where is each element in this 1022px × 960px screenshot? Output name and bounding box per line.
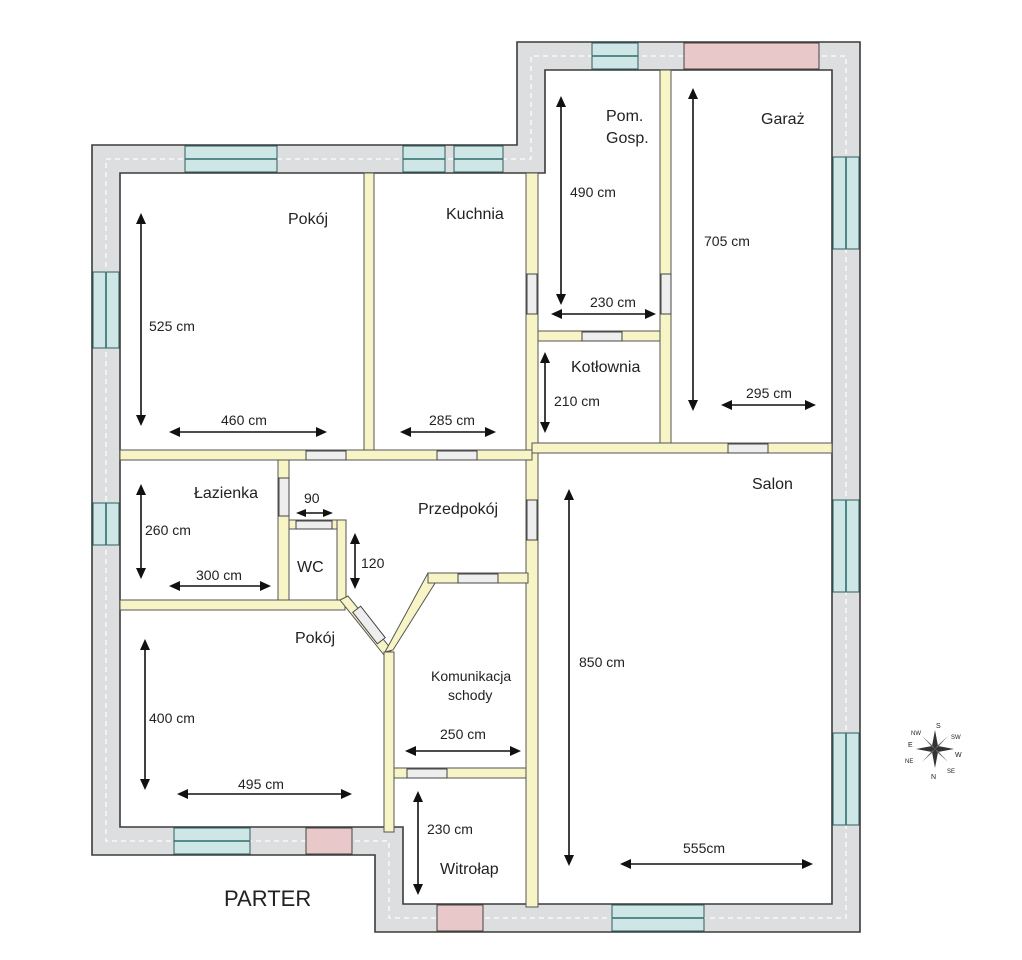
room-label-witrolap: Witrołap — [440, 861, 499, 878]
room-label-kuchnia: Kuchnia — [446, 206, 504, 223]
room-label-gosp: Gosp. — [606, 130, 649, 147]
windows — [92, 42, 860, 932]
room-label-schody: schody — [448, 687, 492, 703]
arrow-lazienka-h — [136, 484, 146, 579]
dim-label-garaz-h: 705 cm — [704, 233, 750, 249]
dim-label-gosp-w: 230 cm — [590, 294, 636, 310]
compass-letter-ne: NE — [905, 759, 913, 765]
dim-label-pokoj2-w: 495 cm — [238, 776, 284, 792]
room-labels: Pokój Kuchnia Pom. Gosp. Garaż Kotłownia… — [194, 108, 805, 878]
room-label-pokoj-2: Pokój — [295, 630, 335, 647]
arrow-kotl-h — [540, 352, 550, 433]
dim-label-lazienka-h: 260 cm — [145, 522, 191, 538]
window-left-lazienka — [92, 502, 120, 546]
dim-label-gosp-h: 490 cm — [570, 184, 616, 200]
dim-label-wc-w: 90 — [304, 490, 320, 506]
arrow-garaz-w — [721, 400, 816, 410]
dim-label-garaz-w: 295 cm — [746, 385, 792, 401]
window-right-garaz — [832, 156, 860, 250]
exterior-doors — [305, 42, 820, 932]
window-right-salon-1 — [832, 499, 860, 593]
window-right-salon-2 — [832, 732, 860, 826]
window-top-kuchnia-2 — [453, 145, 504, 173]
room-label-przedpokoj: Przedpokój — [418, 501, 498, 518]
dim-label-salon-w: 555cm — [683, 840, 725, 856]
window-top-kuchnia-1 — [402, 145, 446, 173]
compass-rose-icon: S N W E SW NE NW SE — [905, 723, 962, 781]
arrow-wc-w — [296, 509, 333, 517]
dim-label-kom-w: 250 cm — [440, 726, 486, 742]
arrow-kom-w — [405, 746, 521, 756]
room-label-lazienka: Łazienka — [194, 485, 258, 502]
floor-title: PARTER — [224, 886, 311, 911]
dim-label-pokoj2-h: 400 cm — [149, 710, 195, 726]
arrow-garaz-h — [688, 88, 698, 411]
arrow-lazienka-w — [169, 581, 271, 591]
arrow-gosp-w — [551, 309, 656, 319]
window-top-gosp — [591, 42, 639, 70]
compass-letter-se: SE — [947, 769, 955, 775]
compass-letter-sw: SW — [951, 735, 961, 741]
arrow-wc-h — [350, 533, 360, 589]
arrow-pokoj2-h — [140, 639, 150, 790]
arrow-salon-w — [620, 859, 813, 869]
room-label-kotlownia: Kotłownia — [571, 359, 640, 376]
arrow-pokoj1-w — [169, 427, 327, 437]
interior-doors — [278, 273, 769, 779]
arrow-kuchnia-w — [400, 427, 496, 437]
window-bottom-salon — [611, 904, 705, 932]
arrow-salon-h — [564, 489, 574, 866]
dim-label-kotl-h: 210 cm — [554, 393, 600, 409]
arrow-pokoj1-h — [136, 213, 146, 426]
dim-label-kuchnia-w: 285 cm — [429, 412, 475, 428]
dimension-arrows — [136, 88, 816, 895]
garage-door — [683, 42, 820, 70]
dim-label-witrolap-h: 230 cm — [427, 821, 473, 837]
room-label-komunikacja: Komunikacja — [431, 668, 511, 684]
room-label-pokoj-1: Pokój — [288, 211, 328, 228]
window-bottom-pokoj — [173, 827, 251, 855]
dim-label-lazienka-w: 300 cm — [196, 567, 242, 583]
compass-letter-n: N — [931, 774, 936, 781]
dimension-labels: 525 cm 460 cm 285 cm 490 cm 230 cm 705 c… — [145, 184, 792, 856]
arrow-witrolap-h — [413, 791, 423, 895]
dim-label-pokoj1-w: 460 cm — [221, 412, 267, 428]
window-left-pokoj — [92, 271, 120, 349]
room-label-garaz: Garaż — [761, 111, 805, 128]
dim-label-wc-h: 120 — [361, 555, 385, 571]
compass-letter-e: E — [908, 742, 913, 749]
entrance-door — [436, 904, 484, 932]
exterior-walls — [91, 41, 861, 933]
dim-label-salon-h: 850 cm — [579, 654, 625, 670]
compass-letter-s: S — [936, 723, 941, 730]
arrow-pokoj2-w — [177, 789, 352, 799]
terrace-door — [305, 827, 353, 855]
compass-letter-w: W — [955, 752, 962, 759]
arrow-gosp-h — [556, 96, 566, 305]
window-top-left — [184, 145, 278, 173]
room-label-salon: Salon — [752, 476, 793, 493]
dim-label-pokoj1-h: 525 cm — [149, 318, 195, 334]
room-label-pom: Pom. — [606, 108, 643, 125]
compass-letter-nw: NW — [911, 731, 921, 737]
room-label-wc: WC — [297, 559, 324, 576]
